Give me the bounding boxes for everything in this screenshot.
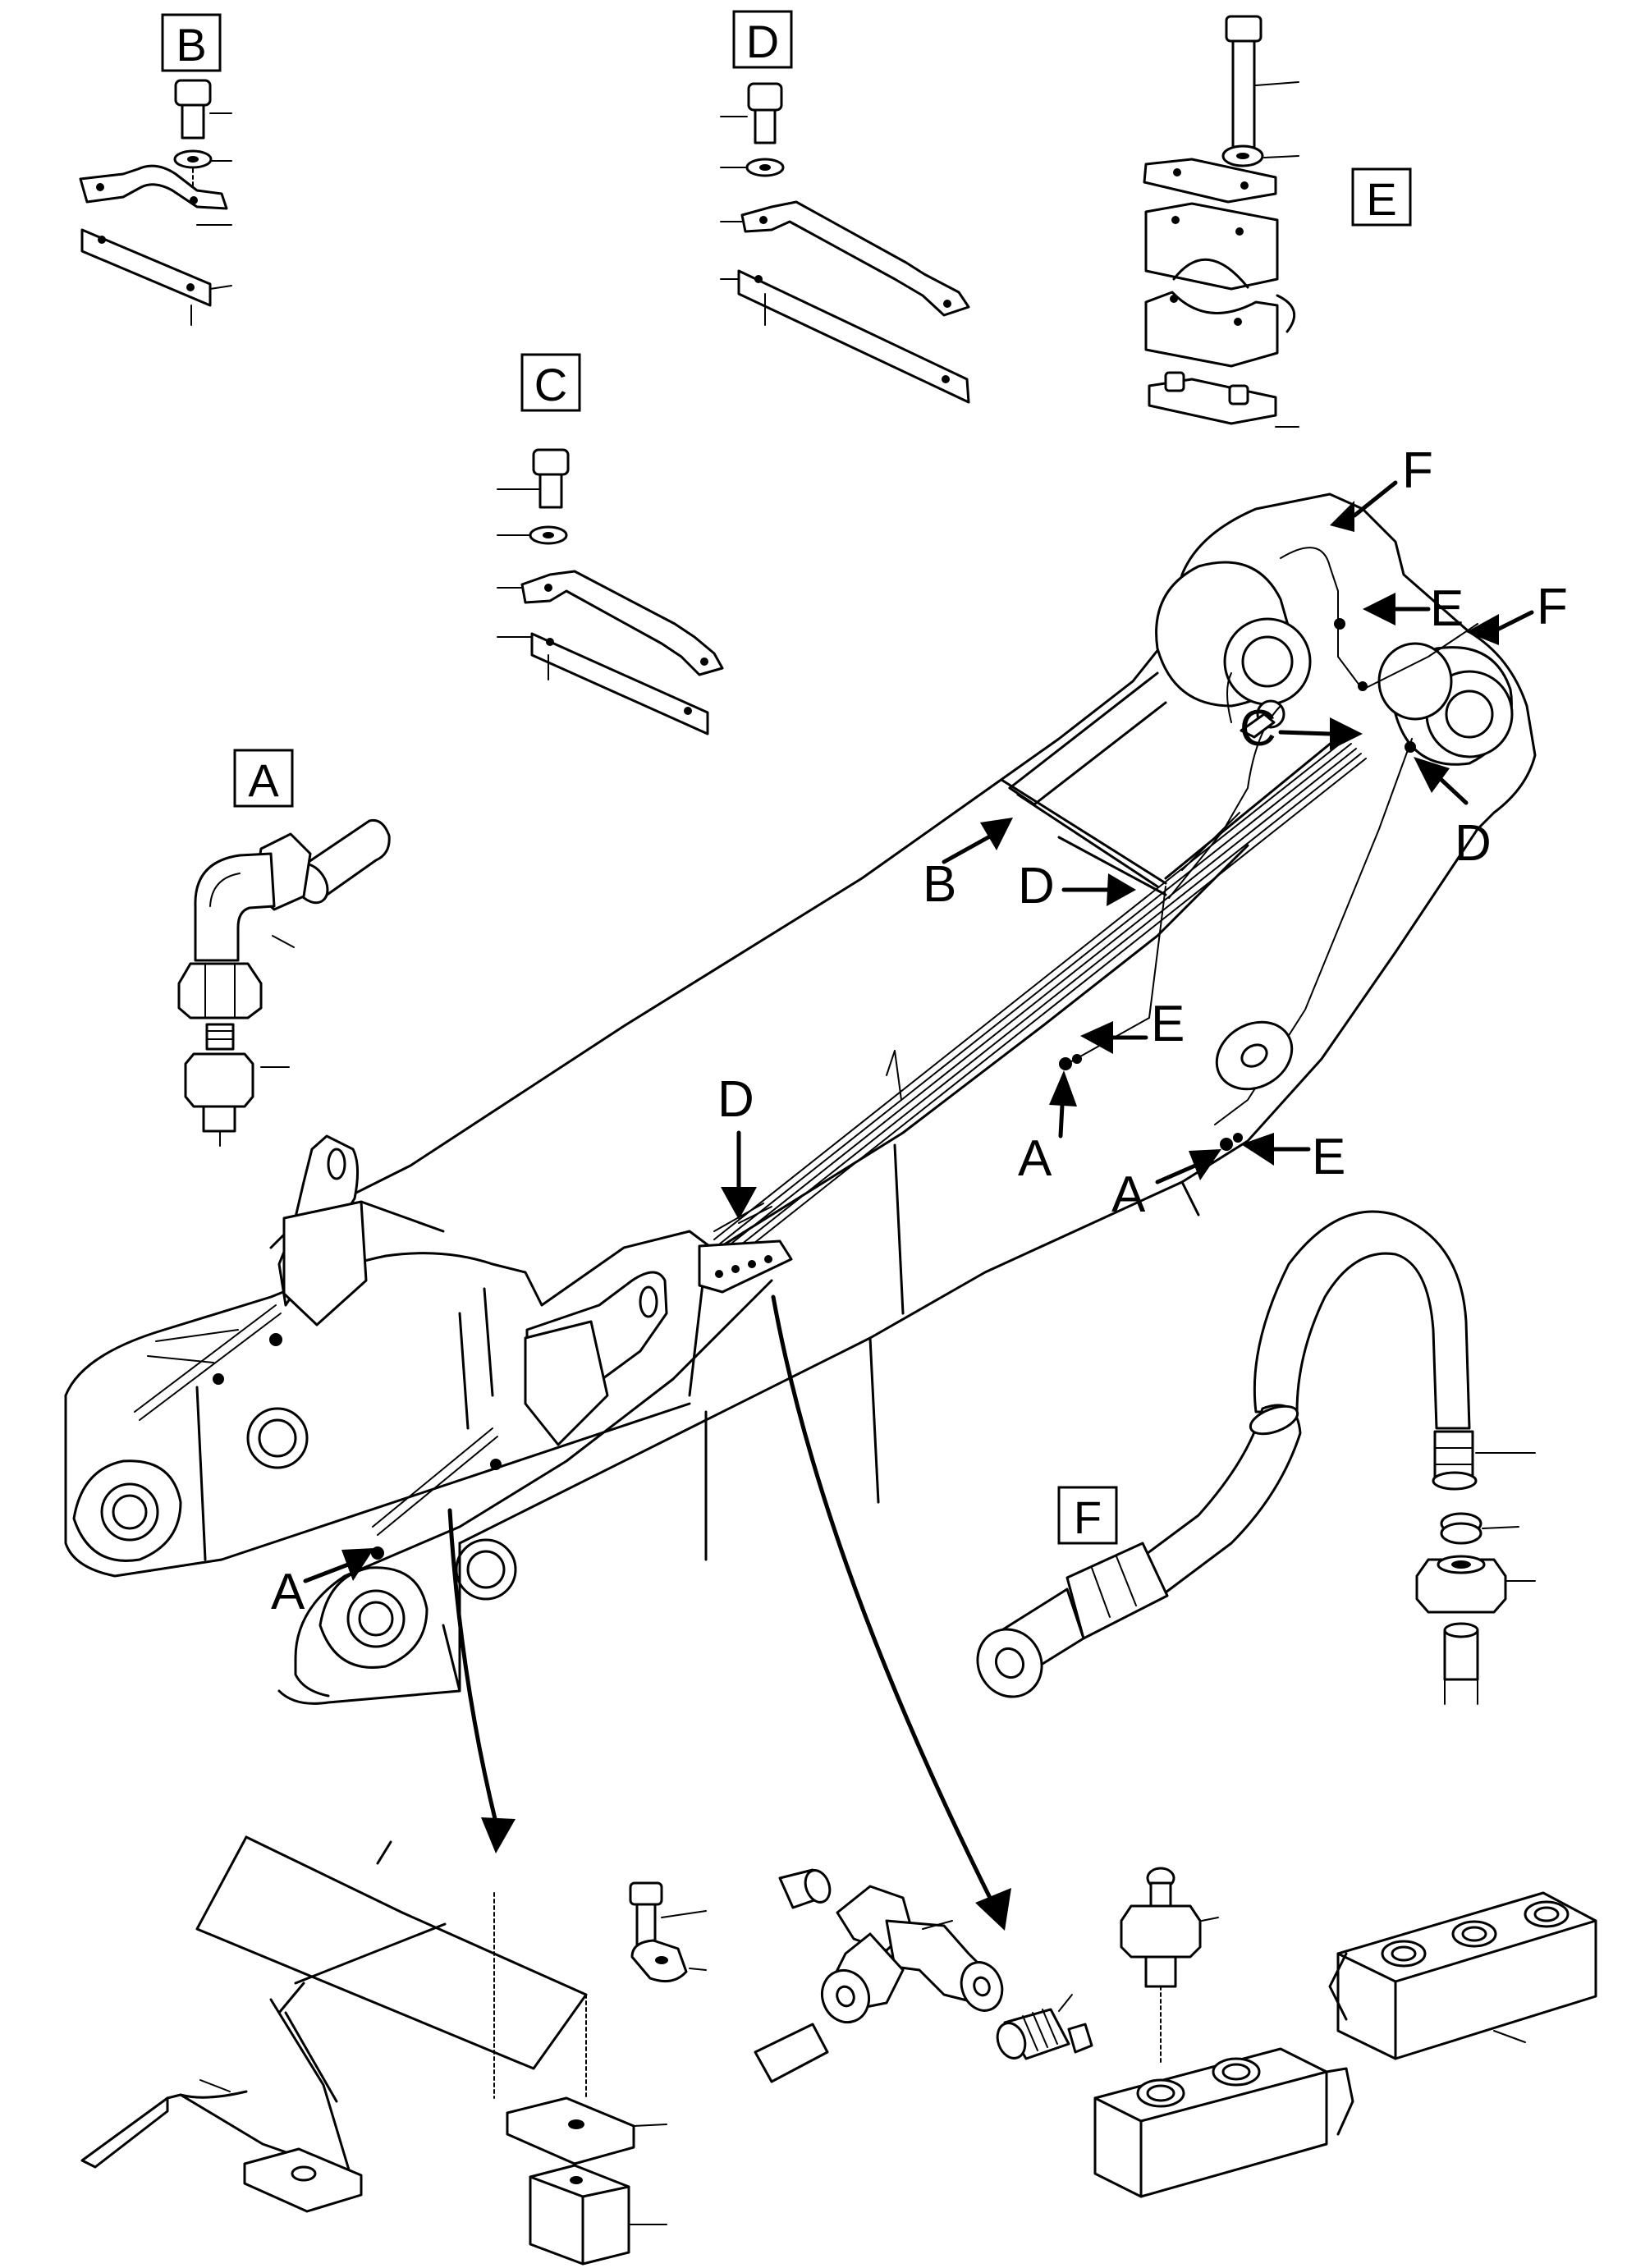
loc-label-d-lower: D bbox=[717, 1071, 754, 1128]
detail-d-label: D bbox=[746, 16, 779, 67]
loc-label-f-right: F bbox=[1537, 579, 1568, 635]
detail-f-hose: F bbox=[976, 1210, 1536, 1705]
loc-label-e-right: E bbox=[1312, 1129, 1345, 1185]
detail-c-clamp: C bbox=[497, 353, 724, 735]
detail-b-label: B bbox=[176, 19, 206, 71]
detail-d-clamp: D bbox=[720, 10, 970, 404]
loc-label-d-right: D bbox=[1455, 815, 1492, 872]
detail-f-box bbox=[1057, 1486, 1118, 1545]
bottom-left-bracket-detail bbox=[80, 1835, 707, 2266]
loc-label-b: B bbox=[923, 856, 956, 913]
detail-pointer-arrows bbox=[447, 1294, 1011, 1931]
location-arrows: F E F C D B D E A D A E A bbox=[271, 442, 1568, 1620]
detail-a-box bbox=[233, 749, 294, 808]
bottom-right-manifold-detail bbox=[754, 1867, 1597, 2198]
loc-label-a-lower: A bbox=[271, 1564, 305, 1620]
detail-f-label: F bbox=[1074, 1491, 1102, 1543]
detail-b-box bbox=[161, 13, 222, 72]
loc-label-a-right: A bbox=[1111, 1166, 1146, 1223]
detail-e-clamp: E bbox=[1143, 15, 1412, 428]
loc-label-c: C bbox=[1240, 700, 1276, 757]
detail-c-label: C bbox=[534, 359, 567, 410]
loc-label-f-top: F bbox=[1402, 442, 1433, 499]
loc-label-e-top: E bbox=[1430, 580, 1464, 637]
detail-d-box bbox=[732, 10, 793, 69]
detail-c-box bbox=[520, 353, 581, 412]
detail-a-fitting: A bbox=[177, 749, 391, 1147]
detail-a-label: A bbox=[248, 754, 279, 806]
loc-label-a-mid: A bbox=[1018, 1130, 1052, 1187]
loc-label-e-mid: E bbox=[1151, 996, 1185, 1052]
detail-e-box bbox=[1351, 167, 1412, 227]
detail-e-label: E bbox=[1366, 173, 1396, 225]
detail-b-clamp: B bbox=[79, 13, 232, 326]
loc-label-d-mid: D bbox=[1018, 858, 1055, 914]
boom-body bbox=[64, 493, 1537, 1705]
